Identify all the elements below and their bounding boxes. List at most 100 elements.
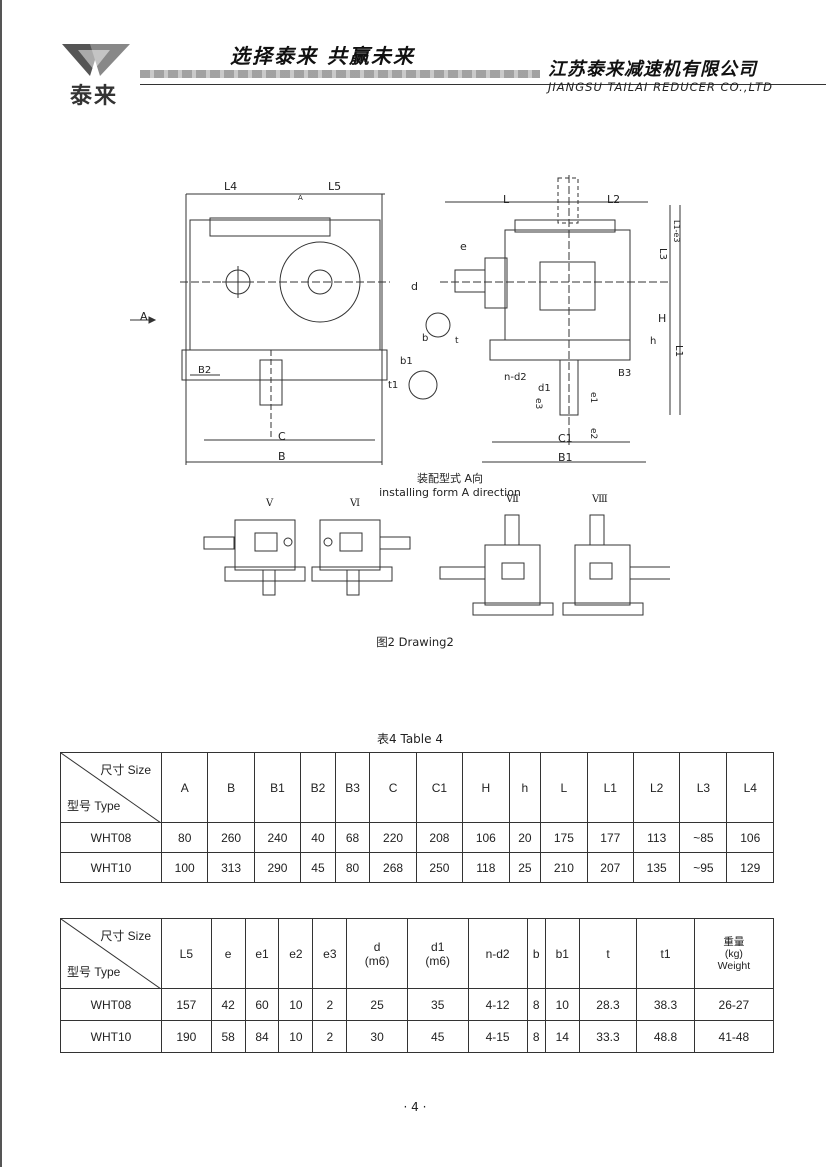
dim-label: e2 bbox=[588, 428, 598, 440]
col-header: B1 bbox=[253, 752, 302, 823]
table-cell: 2 bbox=[312, 988, 348, 1021]
type-label: 型号 Type bbox=[67, 965, 121, 979]
table-cell: 8 bbox=[526, 988, 546, 1021]
table-cell: 26-27 bbox=[693, 988, 775, 1021]
front-view bbox=[408, 175, 681, 463]
table-cell: 100 bbox=[160, 852, 209, 883]
col-header: 重量 (kg) Weight bbox=[693, 918, 775, 989]
table-cell: 4-12 bbox=[467, 988, 528, 1021]
col-header: d (m6) bbox=[346, 918, 408, 989]
table-cell: 33.3 bbox=[578, 1020, 638, 1053]
installing-caption: 装配型式 A向 installing form A direction bbox=[300, 472, 600, 500]
col-header: e bbox=[210, 918, 246, 989]
col-header: e1 bbox=[244, 918, 280, 989]
installing-forms bbox=[203, 514, 670, 616]
table-header-row: 尺寸 Size 型号 Type L5 e e1 e2 e3 d (m6) d1 … bbox=[60, 918, 775, 989]
table-cell: 250 bbox=[415, 852, 464, 883]
col-header: C1 bbox=[415, 752, 464, 823]
form-label: Ⅷ bbox=[592, 494, 608, 505]
table-cell: 118 bbox=[462, 852, 510, 883]
logo-text: 泰来 bbox=[70, 83, 119, 109]
header-bar bbox=[140, 70, 540, 78]
table-cell: 38.3 bbox=[636, 988, 695, 1021]
table-cell: 41-48 bbox=[693, 1020, 775, 1053]
dim-label: h bbox=[650, 336, 657, 347]
col-header: L bbox=[540, 752, 588, 823]
table-cell: 60 bbox=[244, 988, 280, 1021]
table-cell: ~95 bbox=[679, 852, 728, 883]
dim-label: L3 bbox=[657, 248, 668, 260]
table-cell: 268 bbox=[369, 852, 417, 883]
table-cell: 10 bbox=[278, 988, 314, 1021]
table-cell: 106 bbox=[726, 822, 774, 853]
table-cell: 45 bbox=[406, 1020, 469, 1053]
col-header: L5 bbox=[161, 918, 212, 989]
dim-label: L2 bbox=[607, 193, 621, 206]
dim-label: n-d2 bbox=[504, 372, 527, 383]
installing-caption-en: installing form A direction bbox=[379, 486, 521, 499]
header-rule bbox=[140, 84, 826, 85]
table-cell: 25 bbox=[346, 988, 408, 1021]
dimension-table-1: 尺寸 Size 型号 Type A B B1 B2 B3 C C1 H h L … bbox=[60, 752, 774, 883]
table-cell: 10 bbox=[544, 988, 580, 1021]
form-label: Ⅵ bbox=[350, 498, 361, 509]
col-header: t bbox=[578, 918, 638, 989]
col-header: B3 bbox=[334, 752, 371, 823]
table-cell: 220 bbox=[369, 822, 417, 853]
table-cell: 177 bbox=[586, 822, 634, 853]
page-number: · 4 · bbox=[403, 1100, 427, 1114]
table-cell: 40 bbox=[300, 822, 336, 853]
col-header: n-d2 bbox=[467, 918, 528, 989]
table-cell: 80 bbox=[334, 852, 371, 883]
dim-label: L1-e3 bbox=[672, 220, 681, 243]
table-caption: 表4 Table 4 bbox=[377, 732, 443, 746]
table-row: WHT10 190 58 84 10 2 30 45 4-15 8 14 33.… bbox=[60, 1020, 775, 1053]
table-cell: 35 bbox=[406, 988, 469, 1021]
col-header: b1 bbox=[544, 918, 580, 989]
table-header-row: 尺寸 Size 型号 Type A B B1 B2 B3 C C1 H h L … bbox=[60, 752, 774, 823]
dim-label: H bbox=[658, 312, 667, 325]
table-cell: 4-15 bbox=[467, 1020, 528, 1053]
dim-label: e3 bbox=[533, 398, 543, 410]
col-header: H bbox=[462, 752, 510, 823]
drawing-caption: 图2 Drawing2 bbox=[376, 635, 454, 649]
table-cell: 48.8 bbox=[636, 1020, 695, 1053]
dim-label: L5 bbox=[328, 180, 342, 193]
col-header: B2 bbox=[300, 752, 336, 823]
dim-label: e1 bbox=[588, 392, 598, 404]
dim-label: B3 bbox=[618, 368, 632, 379]
table-cell: 208 bbox=[415, 822, 464, 853]
col-header: h bbox=[508, 752, 542, 823]
table-cell: 113 bbox=[632, 822, 681, 853]
dim-label: t bbox=[455, 336, 459, 346]
dim-label: L4 bbox=[224, 180, 238, 193]
dim-label: L1 bbox=[673, 345, 684, 357]
size-type-header: 尺寸 Size 型号 Type bbox=[60, 918, 162, 989]
company-name-en: JIANGSU TAILAI REDUCER CO.,LTD bbox=[548, 80, 773, 94]
table-cell: 58 bbox=[210, 1020, 246, 1053]
col-header: L1 bbox=[586, 752, 634, 823]
col-header: L2 bbox=[632, 752, 681, 823]
col-header: L3 bbox=[679, 752, 728, 823]
table-cell: 14 bbox=[544, 1020, 580, 1053]
company-name-cn: 江苏泰来减速机有限公司 bbox=[548, 59, 757, 80]
col-header: d1 (m6) bbox=[406, 918, 469, 989]
form-label: Ⅶ bbox=[506, 494, 519, 505]
slogan: 选择泰来 共赢未来 bbox=[230, 44, 415, 68]
model-cell: WHT08 bbox=[60, 822, 162, 853]
dim-label: B2 bbox=[198, 365, 212, 376]
side-view bbox=[130, 193, 390, 465]
table-cell: 28.3 bbox=[578, 988, 638, 1021]
binding-mark bbox=[0, 0, 2, 1167]
table-cell: 313 bbox=[207, 852, 255, 883]
table-cell: 135 bbox=[632, 852, 681, 883]
table-cell: 207 bbox=[586, 852, 634, 883]
dimension-drawing bbox=[130, 175, 681, 465]
col-header: B bbox=[207, 752, 255, 823]
type-label: 型号 Type bbox=[67, 799, 121, 813]
table-cell: 190 bbox=[161, 1020, 212, 1053]
dim-label: b bbox=[422, 333, 429, 344]
table-cell: 210 bbox=[540, 852, 588, 883]
table-row: WHT08 157 42 60 10 2 25 35 4-12 8 10 28.… bbox=[60, 988, 775, 1021]
size-label: 尺寸 Size bbox=[100, 763, 151, 777]
